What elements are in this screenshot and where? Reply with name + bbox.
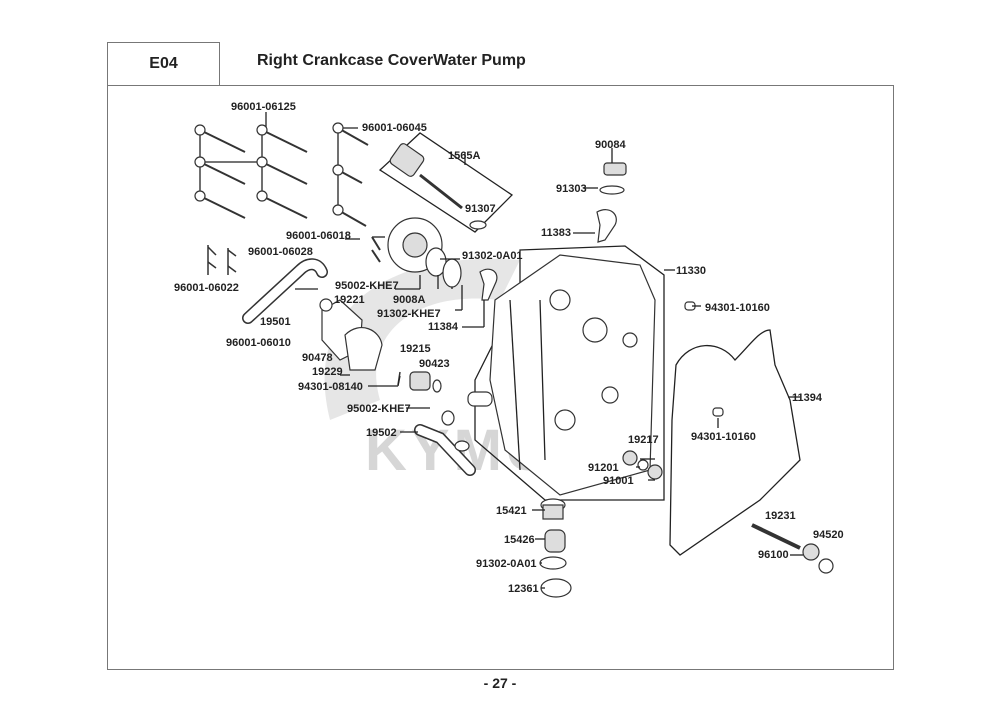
hose-19502 [415, 425, 475, 475]
part-label: 19229 [312, 366, 343, 378]
strainer-group [539, 498, 572, 598]
section-code: E04 [107, 42, 220, 85]
page-title: Right Crankcase CoverWater Pump [257, 52, 526, 69]
part-label: 15421 [496, 505, 527, 517]
part-label: 94301-10160 [691, 431, 756, 443]
part-label: 96001-06018 [286, 230, 351, 242]
part-label: 15426 [504, 534, 535, 546]
small-clips [207, 245, 237, 275]
part-label: 90423 [419, 358, 450, 370]
part-label: 19502 [366, 427, 397, 439]
bracket-11383 [596, 209, 617, 243]
impeller [397, 371, 442, 393]
diagram-frame [107, 85, 894, 670]
part-label: 95002-KHE7 [347, 403, 411, 415]
part-label: 19217 [628, 434, 659, 446]
part-label: 11394 [792, 392, 823, 404]
part-label: 91302-0A01 [476, 558, 537, 570]
crankcase-cover [467, 245, 665, 501]
part-label: 19221 [334, 294, 365, 306]
part-label: 96001-06125 [231, 101, 296, 113]
part-label: 1565A [448, 150, 480, 162]
part-label: 19215 [400, 343, 431, 355]
part-label: 91001 [603, 475, 634, 487]
part-label: 96001-06028 [248, 246, 313, 258]
section-code-text: E04 [149, 55, 178, 72]
part-label: 96001-06022 [174, 282, 239, 294]
part-label: 90478 [302, 352, 333, 364]
part-label: 95002-KHE7 [335, 280, 399, 292]
oil-plug [599, 148, 627, 195]
part-label: 96001-06010 [226, 337, 291, 349]
part-label: 94301-08140 [298, 381, 363, 393]
part-label: 19501 [260, 316, 291, 328]
part-label: 91302-KHE7 [377, 308, 441, 320]
part-label: 90084 [595, 139, 626, 151]
part-label: 94520 [813, 529, 844, 541]
part-label: 96001-06045 [362, 122, 427, 134]
dipstick-assembly [378, 132, 514, 233]
part-label: 91201 [588, 462, 619, 474]
part-label: 91303 [556, 183, 587, 195]
part-label: 12361 [508, 583, 539, 595]
pump-shaft-group [751, 523, 834, 574]
part-label: 19231 [765, 510, 796, 522]
part-labels: 96001-06125 96001-06045 1565A 91307 9008… [174, 101, 844, 595]
part-label: 94301-10160 [705, 302, 770, 314]
page-number: - 27 - [483, 675, 517, 691]
pump-housing [319, 298, 383, 371]
water-pump-plate [371, 217, 462, 288]
part-label: 91302-0A01 [462, 250, 523, 262]
part-label: 11330 [676, 265, 706, 277]
part-label: 96100 [758, 549, 789, 561]
part-label: 11383 [541, 227, 571, 239]
part-label: 9008A [393, 294, 425, 306]
bolt-group-06045 [332, 122, 369, 227]
part-label: 11384 [428, 321, 459, 333]
gasket-11394 [669, 329, 801, 556]
part-label: 91307 [465, 203, 496, 215]
bolt-group-06125 [194, 112, 308, 219]
oil-seals [622, 450, 663, 480]
leader-lines [295, 187, 803, 589]
